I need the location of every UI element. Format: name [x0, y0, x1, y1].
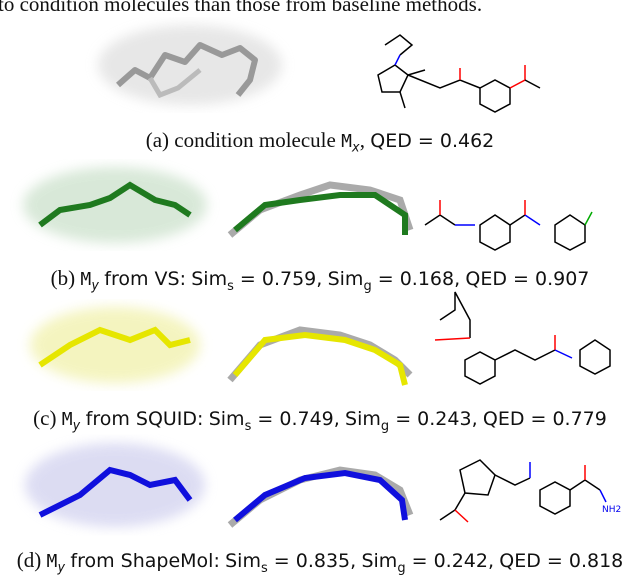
- qed-value: QED = 0.462: [370, 130, 495, 152]
- top-text: to condition molecules than those from b…: [0, 0, 483, 16]
- caption-a: (a) condition molecule Mx, QED = 0.462: [145, 128, 495, 156]
- caption-d: (d) My from ShapeMol: Sims = 0.835, Simg…: [16, 548, 624, 576]
- row-a-2d-structure: [377, 34, 541, 113]
- caption-label: (a) condition molecule: [145, 128, 336, 152]
- row-c-3d-render-shape: [30, 307, 200, 383]
- row-c-3d-overlay: [227, 326, 413, 386]
- row-b-2d-structure: [424, 200, 593, 251]
- caption-b: (b) My from VS: Sims = 0.759, Simg = 0.1…: [50, 266, 590, 294]
- caption-c: (c) My from SQUID: Sims = 0.749, Simg = …: [33, 406, 607, 434]
- row-d-2d-structure: [439, 459, 607, 523]
- row-d-3d-render-shape: [25, 443, 205, 527]
- mol-symbol: Mx: [341, 131, 360, 156]
- row-b-3d-overlay: [227, 181, 414, 238]
- row-d-3d-overlay: [227, 466, 414, 528]
- atom-label-nh2: NH2: [602, 505, 621, 515]
- row-a-3d-render: [98, 25, 282, 105]
- row-c-2d-structure: [434, 291, 611, 385]
- row-b-3d-render-shape: [23, 167, 207, 243]
